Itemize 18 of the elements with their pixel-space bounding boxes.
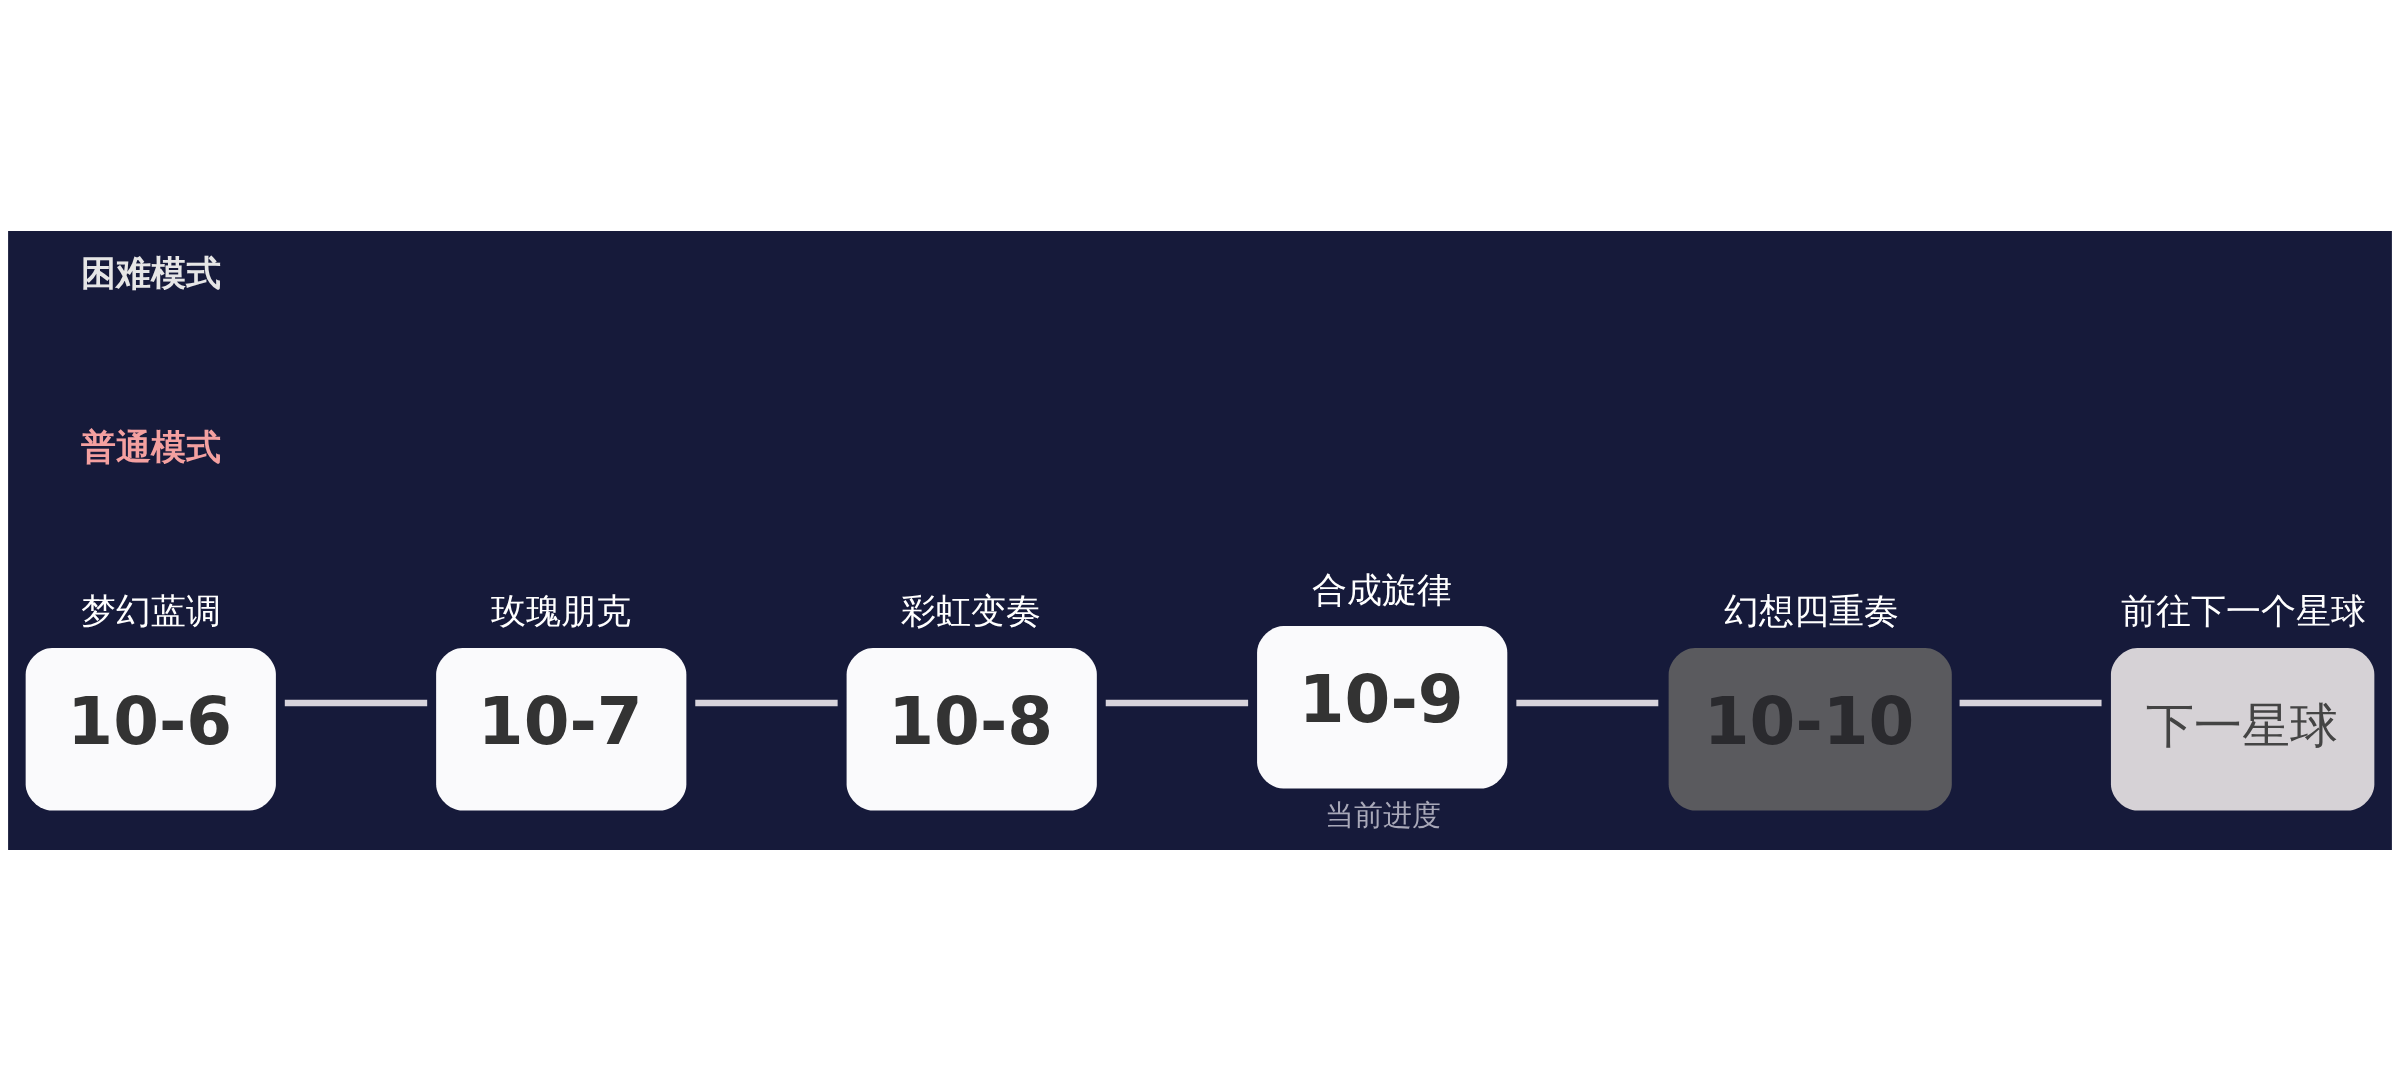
connector — [1516, 699, 1659, 706]
node-label: 彩虹变奏 — [901, 589, 1042, 631]
connector — [284, 699, 428, 706]
node-label: 前往下一个星球 — [2120, 589, 2366, 631]
node-label: 玫瑰朋克 — [491, 589, 631, 631]
label: 普通模式 — [80, 425, 221, 467]
node-label: 合成旋律 — [1311, 568, 1452, 610]
node-box: 10-8 — [846, 647, 1097, 810]
connector — [1105, 699, 1249, 706]
label: 困难模式 — [80, 251, 221, 293]
node-label: 幻想四重奏 — [1723, 589, 1899, 631]
node-box: 10-6 — [25, 647, 276, 810]
node-label: 当前进度 — [1325, 798, 1442, 832]
node-label: 梦幻蓝调 — [80, 589, 221, 631]
node-box: 下一星球 — [2110, 647, 2375, 810]
node-box: 10-9 — [1257, 625, 1508, 789]
connector — [1959, 699, 2102, 706]
node-box: 10-7 — [436, 647, 687, 810]
